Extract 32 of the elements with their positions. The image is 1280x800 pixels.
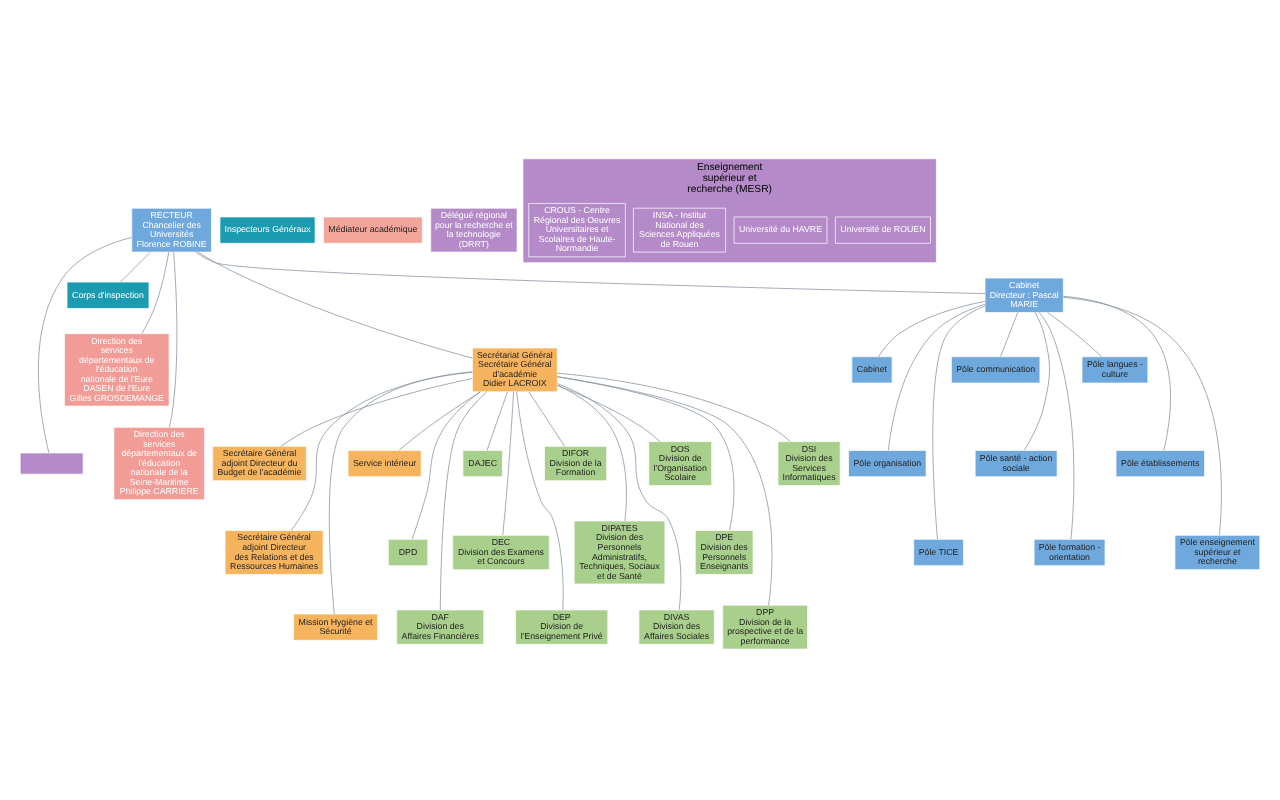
connector xyxy=(557,382,682,610)
connector xyxy=(516,390,564,610)
connector xyxy=(486,390,508,450)
connector xyxy=(290,370,473,530)
connector xyxy=(195,250,986,293)
connector xyxy=(557,383,627,521)
connector xyxy=(878,300,986,357)
connector xyxy=(169,250,178,427)
connector xyxy=(556,371,791,441)
node-box xyxy=(19,451,84,474)
connector xyxy=(528,390,565,446)
connector xyxy=(888,302,986,450)
connector xyxy=(439,390,487,610)
connector xyxy=(328,370,473,614)
connector xyxy=(557,375,735,530)
connector xyxy=(502,390,514,535)
connector xyxy=(932,304,986,539)
connector xyxy=(411,390,481,539)
connector xyxy=(557,384,661,441)
connector xyxy=(1047,311,1103,357)
connector xyxy=(120,251,151,282)
connector xyxy=(1038,311,1075,539)
connector xyxy=(1000,311,1019,356)
connector xyxy=(1063,295,1222,535)
connector xyxy=(198,250,473,358)
connector xyxy=(556,375,773,605)
connector xyxy=(141,250,170,333)
connector xyxy=(1063,294,1171,450)
connector xyxy=(1024,311,1050,450)
connector xyxy=(280,377,473,446)
connector xyxy=(38,236,133,453)
connector xyxy=(398,390,481,450)
